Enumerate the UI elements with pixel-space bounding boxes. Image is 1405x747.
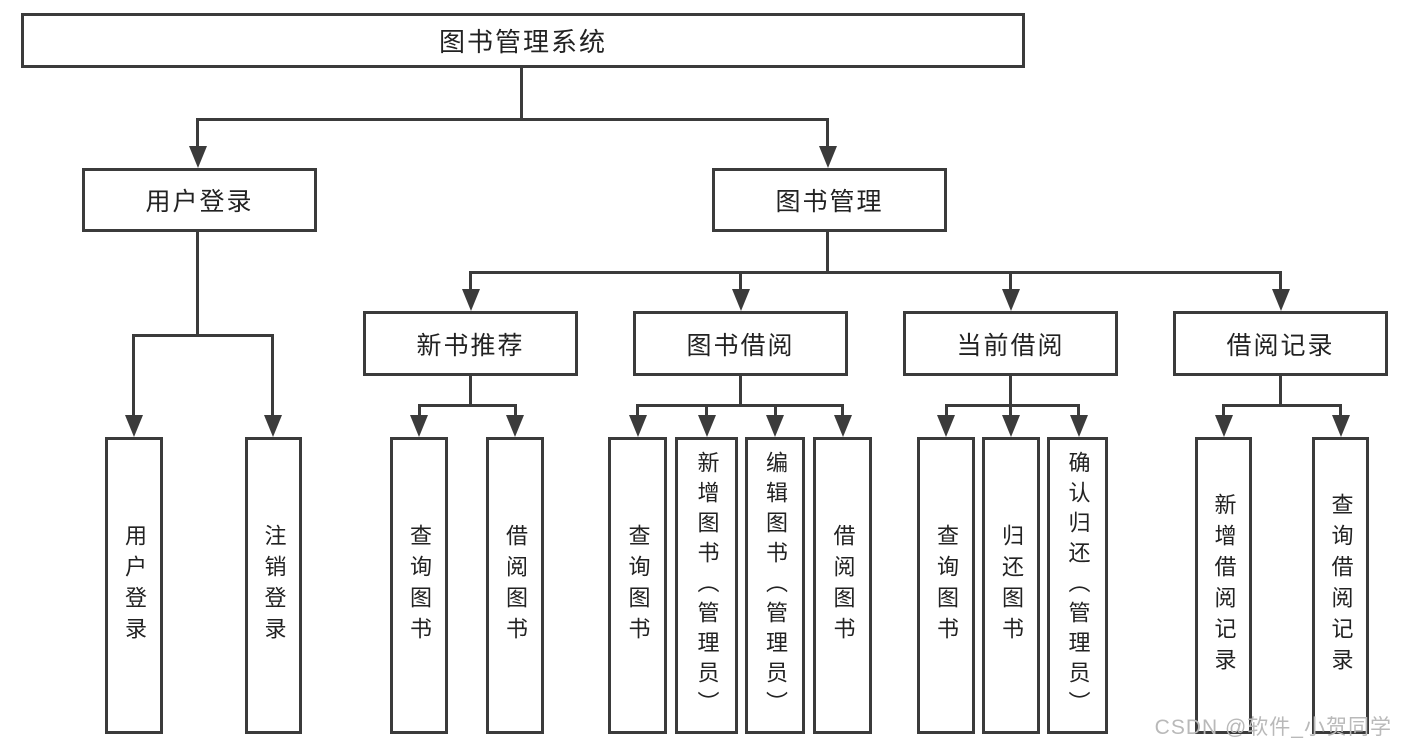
node-label: 注销登录 <box>261 523 287 648</box>
node-current-borrow: 当前借阅 <box>903 311 1118 376</box>
arrowhead-down-icon <box>731 289 750 311</box>
node-library-management-system: 图书管理系统 <box>21 13 1025 68</box>
node-label: 编辑图书（管理员） <box>763 450 788 721</box>
node-label: 借阅图书 <box>503 523 528 648</box>
connector-bookmgmt-drop-4 <box>1279 273 1282 291</box>
connector-userlogin-drop-2 <box>271 336 274 416</box>
connector-bookborrow-drop-4 <box>841 406 844 417</box>
node-label: 用户登录 <box>122 523 147 648</box>
node-label: 新增图书（管理员） <box>694 450 720 721</box>
node-label: 查询图书 <box>934 523 959 648</box>
arrowhead-down-icon <box>188 146 207 168</box>
connector-root-bar <box>196 118 829 121</box>
arrowhead-down-icon <box>1214 415 1233 437</box>
arrowhead-down-icon <box>124 415 143 437</box>
connector-userlogin-bar <box>132 334 274 337</box>
connector-userlogin-stem <box>196 230 199 337</box>
connector-bookborrow-drop-3 <box>773 406 777 417</box>
arrowhead-down-icon <box>1069 415 1088 437</box>
node-label: 借阅记录 <box>1226 331 1335 360</box>
node-label: 查询图书 <box>407 523 432 648</box>
node-label: 确认归还（管理员） <box>1065 450 1091 721</box>
connector-bookmgmt-drop-2 <box>739 273 742 291</box>
node-label: 新书推荐 <box>416 331 525 360</box>
leaf-logout: 注销登录 <box>245 437 302 734</box>
connector-records-drop-2 <box>1339 406 1342 417</box>
node-label: 归还图书 <box>999 523 1024 648</box>
connector-root-drop-right <box>826 120 829 148</box>
node-new-book-recommend: 新书推荐 <box>363 311 578 376</box>
leaf-user-login: 用户登录 <box>105 437 163 734</box>
connector-bookborrow-drop-2 <box>705 406 708 417</box>
node-user-login: 用户登录 <box>82 168 317 232</box>
arrowhead-down-icon <box>410 415 428 437</box>
connector-bookborrow-drop-1 <box>636 406 639 417</box>
connector-root-stem <box>520 66 523 121</box>
leaf-confirm-return-admin: 确认归还（管理员） <box>1047 437 1108 734</box>
connector-currentborrow-drop-1 <box>944 406 948 417</box>
arrowhead-down-icon <box>263 415 282 437</box>
node-label: 查询借阅记录 <box>1328 492 1354 679</box>
arrowhead-down-icon <box>1001 289 1020 311</box>
leaf-borrow-books-borrow: 借阅图书 <box>813 437 872 734</box>
connector-currentborrow-drop-3 <box>1077 406 1080 417</box>
connector-records-bar <box>1222 404 1342 407</box>
connector-currentborrow-drop-2 <box>1009 406 1012 417</box>
connector-bookmgmt-drop-3 <box>1009 273 1012 291</box>
node-label: 图书借阅 <box>686 331 795 360</box>
leaf-query-books-borrow: 查询图书 <box>608 437 667 734</box>
node-label: 查询图书 <box>625 523 651 648</box>
connector-bookmgmt-stem <box>826 230 829 274</box>
leaf-query-books-recommend: 查询图书 <box>390 437 448 734</box>
node-label: 图书管理系统 <box>438 27 607 57</box>
arrowhead-down-icon <box>461 289 480 311</box>
connector-recommend-stem <box>469 374 472 407</box>
node-label: 新增借阅记录 <box>1211 492 1237 679</box>
node-book-management: 图书管理 <box>712 168 947 232</box>
node-label: 图书管理 <box>775 188 884 216</box>
connector-userlogin-drop-1 <box>132 336 135 416</box>
node-label: 用户登录 <box>145 188 254 216</box>
connector-recommend-drop-1 <box>417 406 421 417</box>
connector-records-stem <box>1279 374 1282 407</box>
leaf-return-book: 归还图书 <box>982 437 1040 734</box>
connector-bookmgmt-bar <box>469 271 1282 274</box>
leaf-borrow-books-recommend: 借阅图书 <box>486 437 544 734</box>
leaf-query-books-current: 查询图书 <box>917 437 975 734</box>
leaf-query-borrow-record: 查询借阅记录 <box>1312 437 1369 734</box>
leaf-add-book-admin: 新增图书（管理员） <box>675 437 738 734</box>
connector-bookborrow-bar <box>636 404 844 407</box>
node-label: 当前借阅 <box>956 331 1065 360</box>
connector-bookborrow-stem <box>739 374 742 407</box>
leaf-add-borrow-record: 新增借阅记录 <box>1195 437 1252 734</box>
connector-bookmgmt-drop-1 <box>469 273 472 291</box>
node-label: 借阅图书 <box>830 523 856 648</box>
arrowhead-down-icon <box>628 415 647 437</box>
arrowhead-down-icon <box>833 415 852 437</box>
arrowhead-down-icon <box>506 415 524 437</box>
arrowhead-down-icon <box>1331 415 1350 437</box>
connector-recommend-drop-2 <box>513 406 517 417</box>
arrowhead-down-icon <box>1001 415 1020 437</box>
connector-records-drop-1 <box>1222 406 1225 417</box>
arrowhead-down-icon <box>1271 289 1290 311</box>
connector-currentborrow-stem <box>1009 374 1012 407</box>
connector-root-drop-left <box>196 120 199 148</box>
leaf-edit-book-admin: 编辑图书（管理员） <box>745 437 805 734</box>
csdn-watermark: CSDN @软件_小贺同学 <box>1154 716 1392 739</box>
arrowhead-down-icon <box>697 415 716 437</box>
connector-recommend-bar <box>417 404 517 407</box>
node-book-borrow: 图书借阅 <box>633 311 848 376</box>
arrowhead-down-icon <box>766 415 784 437</box>
connector-currentborrow-bar <box>944 404 1080 407</box>
node-borrow-records: 借阅记录 <box>1173 311 1388 376</box>
arrowhead-down-icon <box>818 146 837 168</box>
arrowhead-down-icon <box>937 415 955 437</box>
